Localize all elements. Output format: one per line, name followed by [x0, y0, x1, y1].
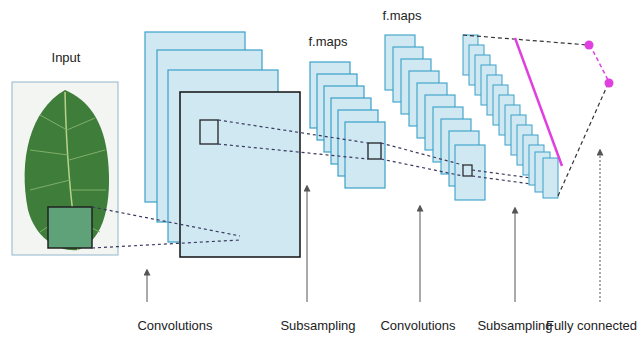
layer-label: Subsampling: [477, 318, 552, 334]
feature-map-label: f.maps: [382, 8, 421, 24]
feature-map-label: f.maps: [308, 34, 347, 50]
feature-map-stack: [145, 32, 300, 257]
layer-label: Convolutions: [380, 318, 455, 334]
receptive-field-lines: [218, 120, 368, 159]
input-label: Input: [52, 50, 81, 66]
layer-label: Convolutions: [137, 318, 212, 334]
pointer-arrows: [147, 152, 600, 302]
layer-label: Subsampling: [280, 318, 355, 334]
feature-map-stack: [385, 35, 485, 200]
layer-label: Fully connected: [546, 318, 637, 334]
feature-map-stack: [310, 62, 385, 188]
fully-connected-layer: [463, 35, 614, 196]
leaf-image: [12, 82, 118, 255]
receptive-field-lines: [92, 207, 240, 248]
